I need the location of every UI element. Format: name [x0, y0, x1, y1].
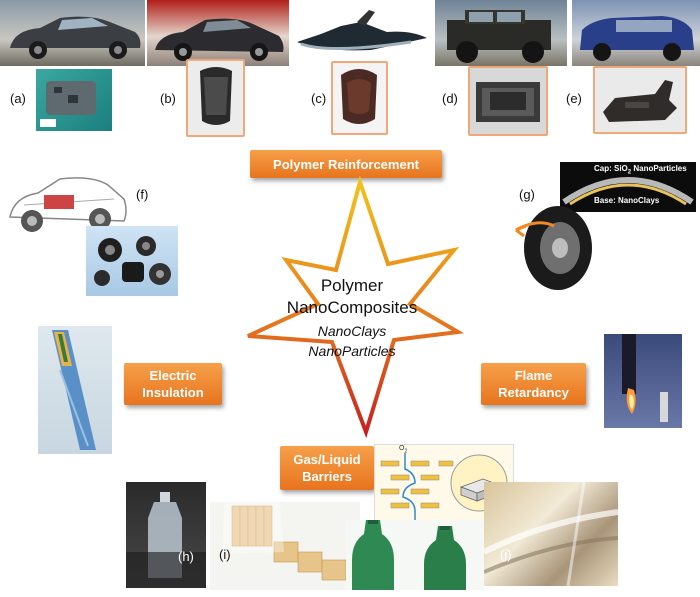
- category-polymer-reinforcement-label: Polymer Reinforcement: [273, 156, 419, 172]
- barrier-label-line1: Gas/Liquid: [293, 452, 361, 467]
- label-g: (g): [519, 187, 535, 202]
- label-a: (a): [10, 91, 26, 106]
- label-b: (b): [160, 91, 176, 106]
- label-e: (e): [566, 91, 582, 106]
- center-title-line1: Polymer: [320, 276, 384, 295]
- label-d: (d): [442, 91, 458, 106]
- photo-green-bottles: [346, 520, 484, 590]
- photo-crackers-package: [210, 502, 360, 590]
- photo-jet-ski: [291, 0, 433, 66]
- flame-label-line2: Retardancy: [498, 385, 569, 400]
- category-flame-retardancy: Flame Retardancy: [481, 363, 586, 405]
- flame-label-line1: Flame: [514, 368, 553, 383]
- electric-label-line1: Electric: [149, 368, 197, 383]
- photo-sedan-silver: [0, 0, 145, 66]
- tire-cap-prefix: Cap: SiO: [594, 164, 628, 173]
- photo-sedan-dark: [147, 0, 289, 66]
- category-gas-liquid-barriers: Gas/Liquid Barriers: [280, 446, 374, 490]
- label-h: (h): [178, 549, 194, 564]
- tire-cap-label: Cap: SiO2 NanoParticles: [594, 164, 687, 176]
- photo-part-e: [593, 66, 687, 134]
- center-subtitle-nanoclays: NanoClays: [317, 323, 387, 339]
- photo-chevy-hhr: [572, 0, 700, 66]
- photo-part-c: [331, 61, 388, 135]
- photo-tire-wheel: [514, 198, 606, 292]
- label-c: (c): [311, 91, 327, 106]
- photo-pet-bottle: [126, 482, 206, 588]
- gas-label-subscript: 2: [404, 448, 408, 455]
- tire-cap-suffix: NanoParticles: [631, 164, 687, 173]
- photo-flame-test: [604, 334, 682, 428]
- category-polymer-reinforcement: Polymer Reinforcement: [250, 150, 442, 178]
- center-subtitle-nanoparticles: NanoParticles: [308, 343, 396, 359]
- label-f: (f): [136, 187, 149, 202]
- center-star: [247, 176, 465, 438]
- barrier-label-line2: Barriers: [302, 469, 352, 484]
- tire-cap-subscript: 2: [627, 169, 632, 176]
- photo-tire-section: Cap: SiO2 NanoParticles Base: NanoClays: [560, 162, 696, 212]
- photo-part-d: [468, 66, 548, 136]
- photo-hummer: [435, 0, 567, 66]
- photo-part-a: [36, 69, 112, 131]
- electric-label-line2: Insulation: [142, 385, 204, 400]
- photo-metallized-film: [484, 482, 618, 586]
- label-i: (i): [219, 547, 231, 562]
- photo-cable: [38, 326, 112, 454]
- gas-label: O2: [399, 445, 407, 454]
- gas-label-text: O: [399, 445, 405, 452]
- photo-part-b: [186, 59, 245, 137]
- center-title-line2: NanoComposites: [286, 298, 418, 317]
- category-electric-insulation: Electric Insulation: [124, 363, 222, 405]
- tire-base-label: Base: NanoClays: [594, 196, 660, 205]
- photo-bushings: [86, 226, 178, 296]
- label-j: (j): [500, 547, 512, 562]
